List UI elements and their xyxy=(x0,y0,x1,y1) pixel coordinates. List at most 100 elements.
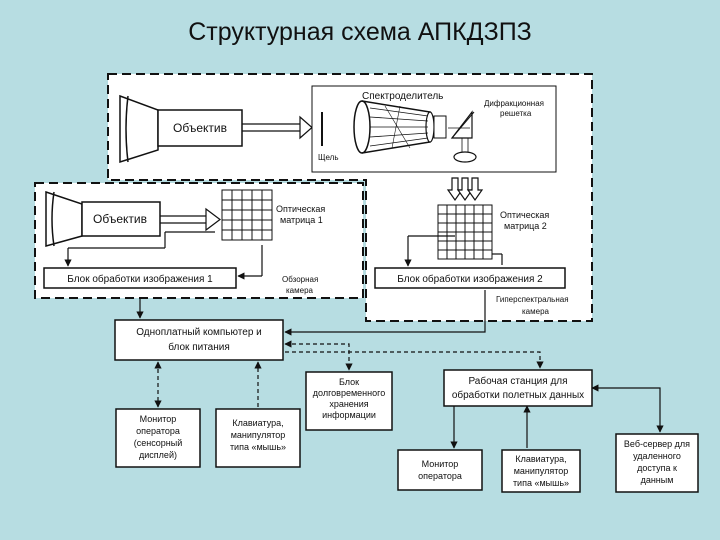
storage-label-4: информации xyxy=(322,410,376,420)
webserver-label-4: данным xyxy=(641,475,674,485)
keyboard-1-label-1: Клавиатура, xyxy=(232,418,283,428)
storage-label-1: Блок xyxy=(339,377,359,387)
matrix2-label-2: матрица 2 xyxy=(504,221,547,231)
matrix-cell xyxy=(437,240,448,251)
grating-label-1: Дифракционная xyxy=(484,99,544,108)
hyperspectral-caption-1: Гиперспектральная xyxy=(496,295,569,304)
matrix-cell xyxy=(446,240,457,251)
keyboard-1-box xyxy=(215,408,301,468)
matrix-cell xyxy=(231,209,243,221)
matrix-cell xyxy=(261,189,273,201)
matrix-cell xyxy=(473,240,484,251)
matrix-cell xyxy=(464,249,475,260)
matrix-cell xyxy=(482,249,493,260)
keyboard-2-label-2: манипулятор xyxy=(514,466,569,476)
survey-caption-2: камера xyxy=(286,286,314,295)
computer-label-2: блок питания xyxy=(168,341,230,353)
matrix-cell xyxy=(251,219,263,231)
processing-block-1 xyxy=(43,267,237,289)
matrix-cell xyxy=(251,199,263,211)
matrix-cell xyxy=(241,219,253,231)
matrix-cell xyxy=(231,229,243,241)
matrix-cell xyxy=(446,213,457,224)
monitor-1-box xyxy=(115,408,201,468)
monitor-2-label-2: оператора xyxy=(418,471,462,481)
workstation-label-2: обработки полетных данных xyxy=(452,389,584,401)
matrix-cell xyxy=(482,240,493,251)
page-title: Структурная схема АПКДЗПЗ xyxy=(188,18,532,46)
webserver-label-1: Веб-сервер для xyxy=(624,439,690,449)
matrix-cell xyxy=(221,209,233,221)
processing-block-2 xyxy=(374,267,566,289)
diffraction-grating-icon xyxy=(448,110,477,163)
matrix-cell xyxy=(455,204,466,215)
matrix-cell xyxy=(221,229,233,241)
processing-block-2-label: Блок обработки изображения 2 xyxy=(397,273,543,285)
workstation-label-1: Рабочая станция для xyxy=(468,375,567,387)
keyboard-1-label-2: манипулятор xyxy=(231,430,286,440)
matrix-cell xyxy=(437,249,448,260)
matrix-cell xyxy=(446,249,457,260)
webserver-label-3: доступа к xyxy=(637,463,677,473)
matrix-cell xyxy=(241,199,253,211)
matrix-cell xyxy=(241,209,253,221)
matrix-cell xyxy=(437,204,448,215)
matrix-cell xyxy=(473,204,484,215)
matrix-cell xyxy=(437,213,448,224)
computer-label-1: Одноплатный компьютер и xyxy=(136,327,262,338)
collimator-icon xyxy=(353,100,447,154)
matrix-cell xyxy=(455,249,466,260)
matrix-cell xyxy=(473,213,484,224)
grating-label-2: решетка xyxy=(500,109,532,118)
matrix-cell xyxy=(261,219,273,231)
workstation-box xyxy=(443,369,593,407)
keyboard-1-label-3: типа «мышь» xyxy=(230,442,286,452)
matrix2-label-1: Оптическая xyxy=(500,210,549,220)
objective-label-left: Объектив xyxy=(93,212,147,226)
matrix-cell xyxy=(437,222,448,233)
objective-box-top xyxy=(157,109,243,147)
matrix-cell xyxy=(464,204,475,215)
matrix-cell xyxy=(482,231,493,242)
matrix-cell xyxy=(455,240,466,251)
matrix-cell xyxy=(464,222,475,233)
webserver-box xyxy=(615,433,699,493)
monitor-1-label-4: дисплей) xyxy=(139,450,177,460)
matrix-cell xyxy=(231,219,243,231)
lens-shape-top xyxy=(119,94,159,164)
matrix-cell xyxy=(251,229,263,241)
monitor-2-label-1: Монитор xyxy=(422,459,459,469)
optical-matrix-1 xyxy=(221,189,273,241)
matrix-cell xyxy=(261,209,273,221)
matrix-cell xyxy=(464,231,475,242)
matrix-cell xyxy=(482,204,493,215)
spectro-label: Спектроделитель xyxy=(362,91,443,102)
matrix-cell xyxy=(482,222,493,233)
matrix-cell xyxy=(231,199,243,211)
monitor-1-label-3: (сенсорный xyxy=(134,438,183,448)
matrix-cell xyxy=(241,189,253,201)
matrix-cell xyxy=(221,219,233,231)
computer-box xyxy=(114,319,284,361)
matrix-cell xyxy=(473,231,484,242)
matrix-cell xyxy=(473,249,484,260)
keyboard-2-label-3: типа «мышь» xyxy=(513,478,569,488)
matrix-cell xyxy=(241,229,253,241)
monitor-1-label-2: оператора xyxy=(136,426,180,436)
optical-matrix-2 xyxy=(437,204,493,260)
matrix-cell xyxy=(446,222,457,233)
matrix-cell xyxy=(231,189,243,201)
matrix1-label-1: Оптическая xyxy=(276,204,325,214)
matrix-cell xyxy=(251,209,263,221)
monitor-2-box xyxy=(397,449,483,491)
matrix-cell xyxy=(455,231,466,242)
matrix-cell xyxy=(464,213,475,224)
matrix-cell xyxy=(455,222,466,233)
matrix1-label-2: матрица 1 xyxy=(280,215,323,225)
matrix-cell xyxy=(464,240,475,251)
matrix-cell xyxy=(455,213,466,224)
objective-box-left xyxy=(81,201,161,237)
storage-label-2: долговременного xyxy=(313,388,385,398)
matrix-cell xyxy=(473,222,484,233)
